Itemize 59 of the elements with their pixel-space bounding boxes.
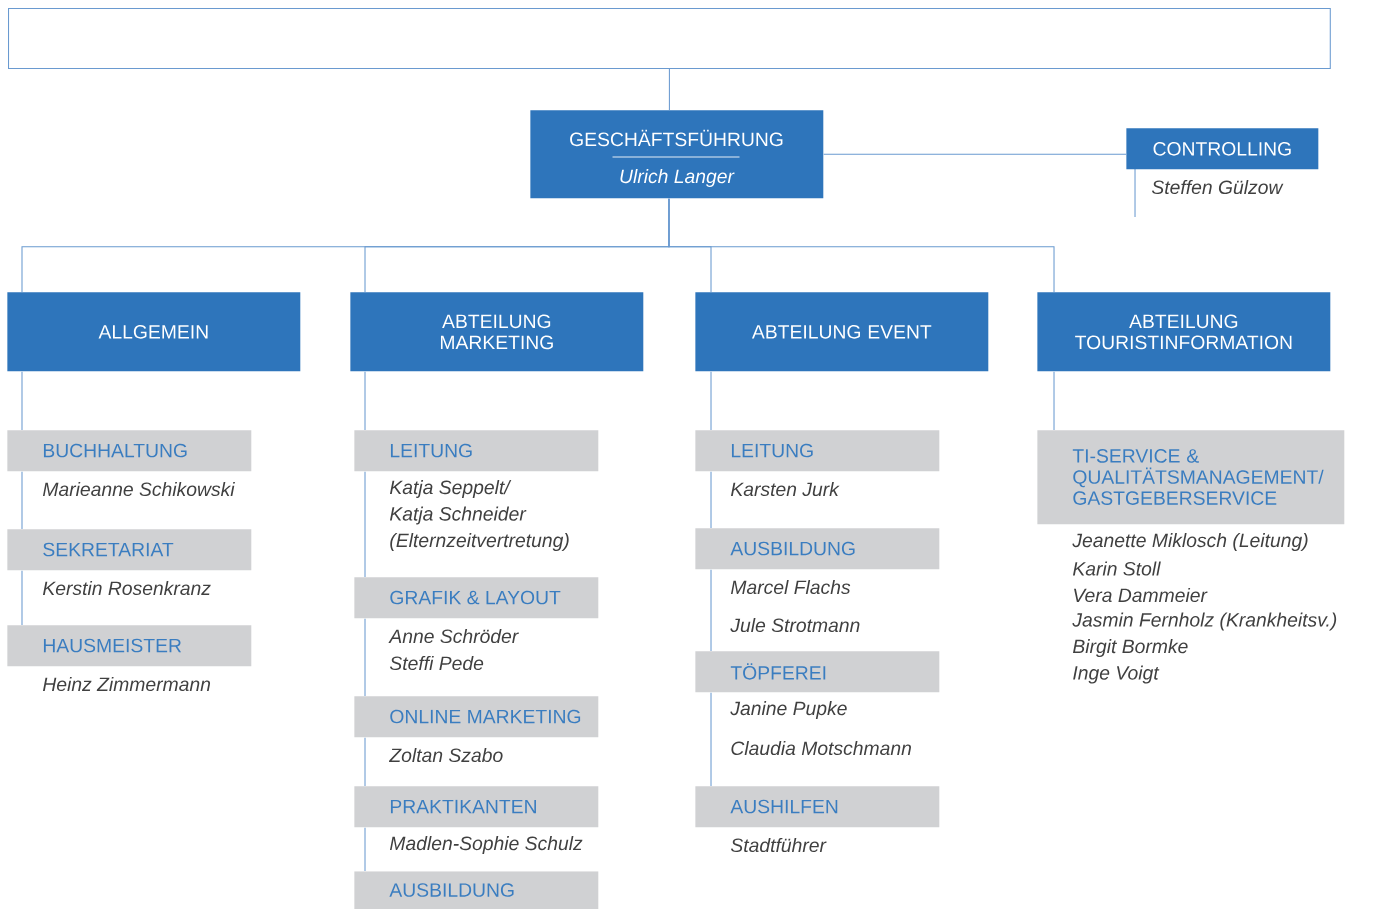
connector-line xyxy=(710,471,712,529)
person-name: Steffi Pede xyxy=(389,655,484,671)
unit-box: BUCHHALTUNG xyxy=(7,430,252,472)
person-name: Jasmin Fernholz (Krankheitsv.) xyxy=(1072,612,1337,631)
function-box: CONTROLLING xyxy=(1126,128,1319,170)
connector-line xyxy=(21,570,23,626)
connector-line xyxy=(710,371,712,431)
person-name: Birgit Bormke xyxy=(1072,639,1188,657)
connector-line xyxy=(21,471,23,530)
unit-box: LEITUNG xyxy=(354,430,599,472)
connector-line xyxy=(710,692,712,787)
person-name: Vera Dammeier xyxy=(1074,587,1208,603)
unit-box: LEITUNG xyxy=(695,430,940,472)
connector-line xyxy=(364,371,366,431)
unit-box: AUSBILDUNG xyxy=(695,528,940,570)
department-box: ABTEILUNG EVENT xyxy=(695,292,989,372)
connector-line xyxy=(668,198,1055,293)
person-name: Claudia Motschmann xyxy=(731,740,911,756)
connector-line xyxy=(668,68,670,111)
person-name: (Elternzeitvertretung) xyxy=(390,533,569,551)
department-box: ABTEILUNG MARKETING xyxy=(350,292,644,372)
person-name: Anne Schröder xyxy=(388,628,519,644)
unit-box: ONLINE MARKETING xyxy=(354,696,599,738)
person-name: Karin Stoll xyxy=(1072,561,1161,576)
person-name: Janine Pupke xyxy=(730,701,847,719)
unit-box: PRAKTIKANTEN xyxy=(354,786,599,828)
person-name: Heinz Zimmermann xyxy=(42,676,211,692)
department-box: ALLGEMEIN xyxy=(7,292,301,372)
person-name: Madlen-Sophie Schulz xyxy=(389,836,583,854)
person-name: Steffen Gülzow xyxy=(1151,179,1284,195)
person-name: Jule Strotmann xyxy=(730,617,860,633)
person-name: Kerstin Rosenkranz xyxy=(42,580,211,596)
organization-box xyxy=(8,8,1331,70)
person-name: Stadtführer xyxy=(730,837,827,853)
unit-box: TI-SERVICE & QUALITÄTSMANAGEMENT/ GASTGEBERSERVICE xyxy=(1037,430,1345,525)
person-name: Katja Schneider xyxy=(389,506,527,525)
connector-line xyxy=(21,371,23,431)
person-name: Katja Seppelt/ xyxy=(389,480,512,498)
unit-box: AUSHILFEN xyxy=(695,786,940,828)
person-name: Zoltan Szabo xyxy=(388,747,503,763)
unit-box: SEKRETARIAT xyxy=(7,529,252,571)
unit-box: GRAFIK & LAYOUT xyxy=(354,577,599,619)
connector-line xyxy=(364,737,366,787)
department-box: ABTEILUNG TOURISTINFORMATION xyxy=(1037,292,1331,372)
person-name: Karsten Jurk xyxy=(730,481,840,497)
connector-line xyxy=(364,471,366,578)
unit-box: TÖPFEREI xyxy=(695,651,940,693)
connector-line xyxy=(1053,371,1055,431)
connector-line xyxy=(364,618,366,697)
management-box: GESCHÄFTSFÜHRUNG Ulrich Langer xyxy=(530,110,824,199)
connector-line xyxy=(823,153,1127,155)
person-name: Inge Voigt xyxy=(1073,665,1160,684)
connector-line xyxy=(710,569,712,652)
unit-box: HAUSMEISTER xyxy=(7,625,252,667)
person-name: Marieanne Schikowski xyxy=(42,481,235,497)
person-name: Marcel Flachs xyxy=(730,579,851,595)
unit-box: AUSBILDUNG xyxy=(354,871,599,909)
connector-line xyxy=(364,827,366,872)
person-name: Jeanette Miklosch (Leitung) xyxy=(1072,533,1308,551)
